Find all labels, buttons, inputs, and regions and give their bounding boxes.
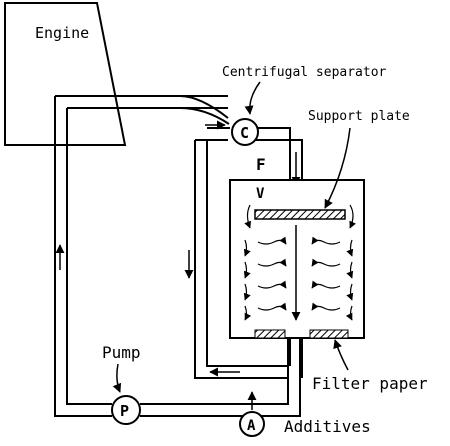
pump-symbol: P: [120, 402, 129, 420]
main-pipe-loop: [54, 94, 303, 417]
engine-block: Engine: [4, 2, 127, 146]
filter-paper-label: Filter paper: [312, 374, 428, 393]
filter-paper-leader: [333, 339, 349, 371]
pump-leader: [112, 363, 122, 393]
additives-label: Additives: [284, 417, 371, 436]
vent-label: V: [256, 186, 265, 202]
additives-symbol: A: [247, 418, 256, 434]
pump: P: [111, 395, 141, 425]
pump-label: Pump: [102, 343, 141, 362]
support-plate-leader: [324, 127, 351, 209]
filter-unit: F V: [229, 155, 365, 378]
filter-paper-left: [254, 329, 286, 339]
support-plate-label: Support plate: [308, 109, 410, 124]
centrifugal-separator: C: [231, 118, 259, 146]
separator-leader: [244, 81, 261, 115]
support-plate: [254, 209, 346, 220]
flow-arrows: [55, 120, 301, 377]
filter-paper-right: [309, 329, 349, 339]
filter-internal-flow: [243, 204, 356, 321]
filter-unit-label: F: [256, 155, 266, 174]
centrifugal-separator-label: Centrifugal separator: [222, 65, 387, 80]
additives-inlet: A: [239, 391, 265, 437]
separator-symbol: C: [240, 124, 249, 142]
engine-label: Engine: [35, 24, 89, 42]
